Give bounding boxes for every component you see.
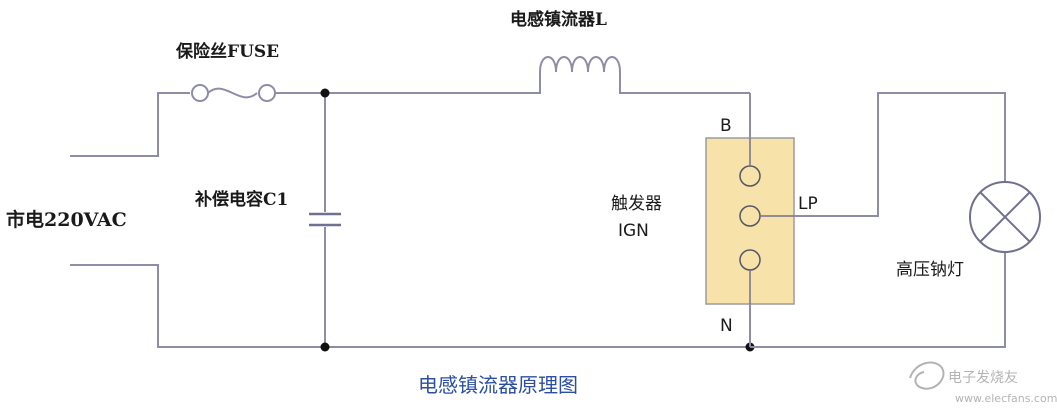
igniter-terminal-lp [739,205,761,227]
capacitor-symbol [309,212,341,227]
fuse-label: 保险丝FUSE [175,41,279,62]
diagram-caption: 电感镇流器原理图 [418,373,578,397]
neutral-bus-wire [70,264,750,348]
igniter-label-line2: IGN [618,221,649,241]
lamp-symbol [969,181,1041,253]
igniter-box [705,137,795,305]
lamp-bottom-wire [750,252,1006,348]
fuse-symbol [191,84,276,102]
lamp-label: 高压钠灯 [896,260,964,280]
watermark-name: 电子发烧友 [948,370,1018,386]
inductor-label: 电感镇流器L [510,9,607,30]
capacitor-label: 补偿电容C1 [194,189,288,210]
junction-node-top [320,88,330,98]
terminal-lp-label: LP [798,194,818,214]
mains-label: 市电220VAC [6,208,127,231]
junction-node-bottom-cap [320,342,330,352]
watermark-url: www.elecfans.com [955,392,1057,405]
watermark-logo: 电子发烧友 www.elecfans.com [909,361,1057,405]
lamp-top-wire [794,92,1006,217]
inductor-symbol [535,56,750,94]
terminal-n-label: N [720,316,733,336]
igniter-terminal-b [739,165,761,187]
igniter-terminal-n [739,249,761,271]
mains-top-wire [70,92,190,157]
terminal-b-label: B [720,116,732,136]
igniter-label-line1: 触发器 [611,194,662,214]
